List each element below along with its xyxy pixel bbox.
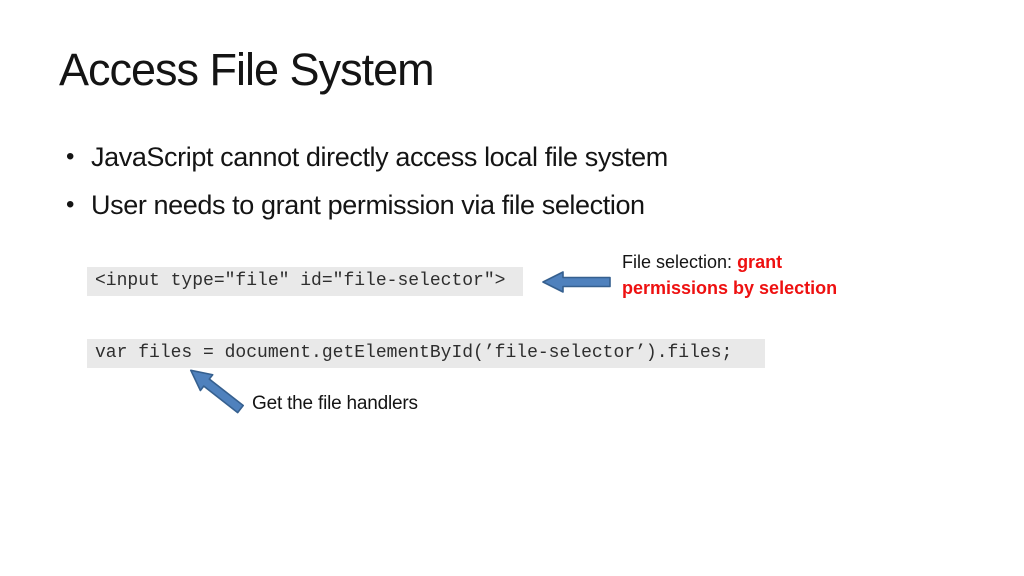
callout-highlight: grant permissions by selection bbox=[622, 252, 838, 298]
code-snippet-input-file: <input type="file" id="file-selector"> bbox=[87, 267, 523, 296]
bullet-list: • JavaScript cannot directly access loca… bbox=[64, 139, 824, 235]
slide-title: Access File System bbox=[59, 44, 435, 95]
bullet-dot-icon: • bbox=[66, 143, 75, 170]
handler-label: Get the file handlers bbox=[252, 393, 418, 414]
up-left-arrow-icon bbox=[183, 360, 250, 420]
code-snippet-get-files: var files = document.getElementById(’fil… bbox=[87, 339, 765, 368]
bullet-text: JavaScript cannot directly access local … bbox=[91, 142, 668, 172]
bullet-item: • JavaScript cannot directly access loca… bbox=[64, 139, 824, 175]
left-arrow-icon bbox=[542, 270, 612, 294]
bullet-item: • User needs to grant permission via fil… bbox=[64, 187, 824, 223]
callout-prefix: File selection: bbox=[622, 252, 738, 272]
bullet-dot-icon: • bbox=[66, 191, 75, 218]
file-selection-callout: File selection: grant permissions by sel… bbox=[622, 249, 856, 301]
bullet-text: User needs to grant permission via file … bbox=[91, 190, 645, 220]
